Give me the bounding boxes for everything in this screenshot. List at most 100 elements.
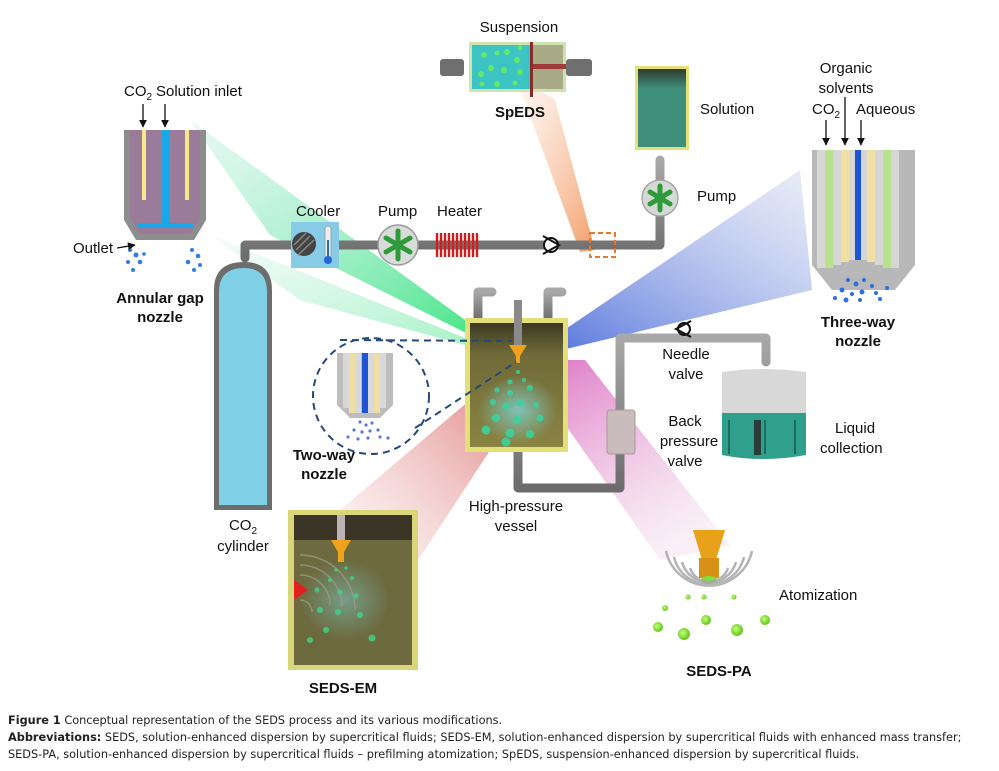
label-needle-2: valve [668, 366, 703, 383]
label-cylinder: cylinder [217, 538, 269, 555]
label-back-2: pressure [660, 433, 718, 450]
label-solution: Solution [700, 101, 754, 118]
label-heater: Heater [437, 203, 482, 220]
label-cylinder-co2: CO2 [229, 517, 258, 537]
threeway-aqueous-channel [855, 150, 861, 260]
label-atomization: Atomization [779, 587, 857, 604]
vessel-pipe-down [514, 300, 522, 345]
sedsem-nozzle [331, 540, 351, 562]
annular-gap-nozzle: CO2 Solution inlet Outlet Annular gap no… [73, 83, 243, 326]
title-twoway-1: Two-way [293, 447, 356, 464]
beam-spedS-orange [515, 75, 595, 252]
label-outlet: Outlet [73, 240, 114, 257]
label-annular-co2: CO2 [124, 83, 153, 103]
seds-process-diagram: CO2 Solution inlet Outlet Annular gap no… [73, 19, 915, 697]
seds-em-inset: SEDS-EM [288, 510, 418, 697]
syringe-right-port [566, 59, 592, 76]
label-cooler: Cooler [296, 203, 340, 220]
label-pump: Pump [378, 203, 417, 220]
seds-pa-inset: Atomization SEDS-PA [653, 530, 857, 680]
title-annular-2: nozzle [137, 309, 183, 326]
title-spedS: SpEDS [495, 104, 545, 121]
label-liquid-2: collection [820, 440, 883, 457]
pump-main: Pump [377, 203, 419, 266]
vessel-nozzle [509, 345, 527, 363]
label-aqueous: Aqueous [856, 101, 915, 118]
spedS-insertion-point [589, 232, 616, 258]
needle-valve-icon [673, 320, 692, 338]
label-needle-1: Needle [662, 346, 710, 363]
beam-annular-green-lower [210, 235, 520, 360]
sedspa-nozzle-body [699, 558, 719, 578]
sedspa-nozzle-cone [693, 530, 725, 560]
annular-solution-channel [162, 130, 169, 225]
title-annular-1: Annular gap [116, 290, 204, 307]
label-pump-solution: Pump [697, 188, 736, 205]
back-pressure-valve-body [606, 409, 636, 455]
pipe-vessel-inlet-left [473, 287, 497, 325]
beam-annular-green [190, 120, 520, 360]
pump-main-star-icon [383, 228, 413, 262]
inset-connector-bottom [414, 361, 517, 429]
figure-caption: Figure 1 Conceptual representation of th… [8, 712, 993, 763]
syringe-rod [533, 64, 566, 69]
title-sedsem: SEDS-EM [309, 680, 377, 697]
title-threeway-1: Three-way [821, 314, 896, 331]
back-pressure-valve: Back pressure valve [606, 409, 718, 470]
heater-coil-icon [435, 233, 479, 257]
caption-abbreviations-line-2: SEDS-PA, solution-enhanced dispersion by… [8, 748, 860, 761]
liquid-collection: Liquid collection [722, 369, 883, 459]
label-back-1: Back [668, 413, 702, 430]
label-organic-1: Organic [820, 60, 873, 77]
label-back-3: valve [667, 453, 702, 470]
annular-solution-cross [138, 223, 193, 228]
title-twoway-2: nozzle [301, 466, 347, 483]
pipe-vessel-inlet-right [543, 287, 567, 325]
heater: Heater [435, 203, 482, 257]
pump-solution-star-icon [647, 183, 673, 213]
two-way-nozzle-inset: Two-way nozzle [293, 337, 517, 483]
title-threeway-2: nozzle [835, 333, 881, 350]
label-vessel-2: vessel [495, 518, 538, 535]
cooler-fan-icon [292, 232, 316, 256]
cylinder-fill [219, 268, 267, 505]
caption-figure-label: Figure 1 [8, 714, 61, 727]
solution-tank-fill [638, 69, 686, 147]
label-liquid-1: Liquid [835, 420, 875, 437]
sedsem-particles [307, 566, 376, 643]
annular-co2-channel-right [185, 130, 189, 200]
annular-droplets [126, 248, 202, 272]
sedspa-atomization-waves [664, 550, 754, 587]
label-vessel-1: High-pressure [469, 498, 563, 515]
pump-solution: Pump [641, 179, 736, 217]
label-threeway-co2: CO2 [812, 101, 841, 121]
sedsem-ultrasound-emitter [294, 580, 308, 600]
vessel-particles [481, 370, 544, 447]
syringe-left-port [440, 59, 464, 76]
beam-threeway-blue [520, 170, 812, 360]
three-way-nozzle: Organic solvents CO2 Aqueous Three-way n… [812, 60, 915, 350]
twoway-center-channel [362, 353, 368, 413]
syringe-piston [530, 42, 533, 97]
arrow-outlet [116, 242, 136, 251]
co2-cylinder: CO2 cylinder [214, 262, 272, 555]
label-suspension: Suspension [480, 19, 558, 36]
check-valve-icon [542, 235, 562, 255]
sedspa-particles [653, 594, 770, 640]
caption-abbreviations-line: Abbreviations: SEDS, solution-enhanced d… [8, 729, 993, 746]
threeway-droplets [833, 278, 889, 303]
label-organic-2: solvents [818, 80, 873, 97]
label-solution-inlet: Solution inlet [156, 83, 243, 100]
annular-co2-channel-left [142, 130, 146, 200]
inset-connector-top [339, 339, 513, 342]
suspension-particles [478, 45, 523, 87]
twoway-droplets [346, 420, 390, 441]
caption-figure-text: Conceptual representation of the SEDS pr… [60, 714, 503, 727]
caption-figure-line: Figure 1 Conceptual representation of th… [8, 712, 993, 729]
high-pressure-vessel: High-pressure vessel [465, 300, 568, 535]
caption-abbr-text-1: SEDS, solution-enhanced dispersion by su… [101, 731, 962, 744]
needle-valve: Needle valve [662, 320, 710, 383]
cooler: Cooler [291, 203, 340, 268]
title-sedspa: SEDS-PA [686, 663, 752, 680]
solution-tank: Solution [635, 66, 754, 150]
